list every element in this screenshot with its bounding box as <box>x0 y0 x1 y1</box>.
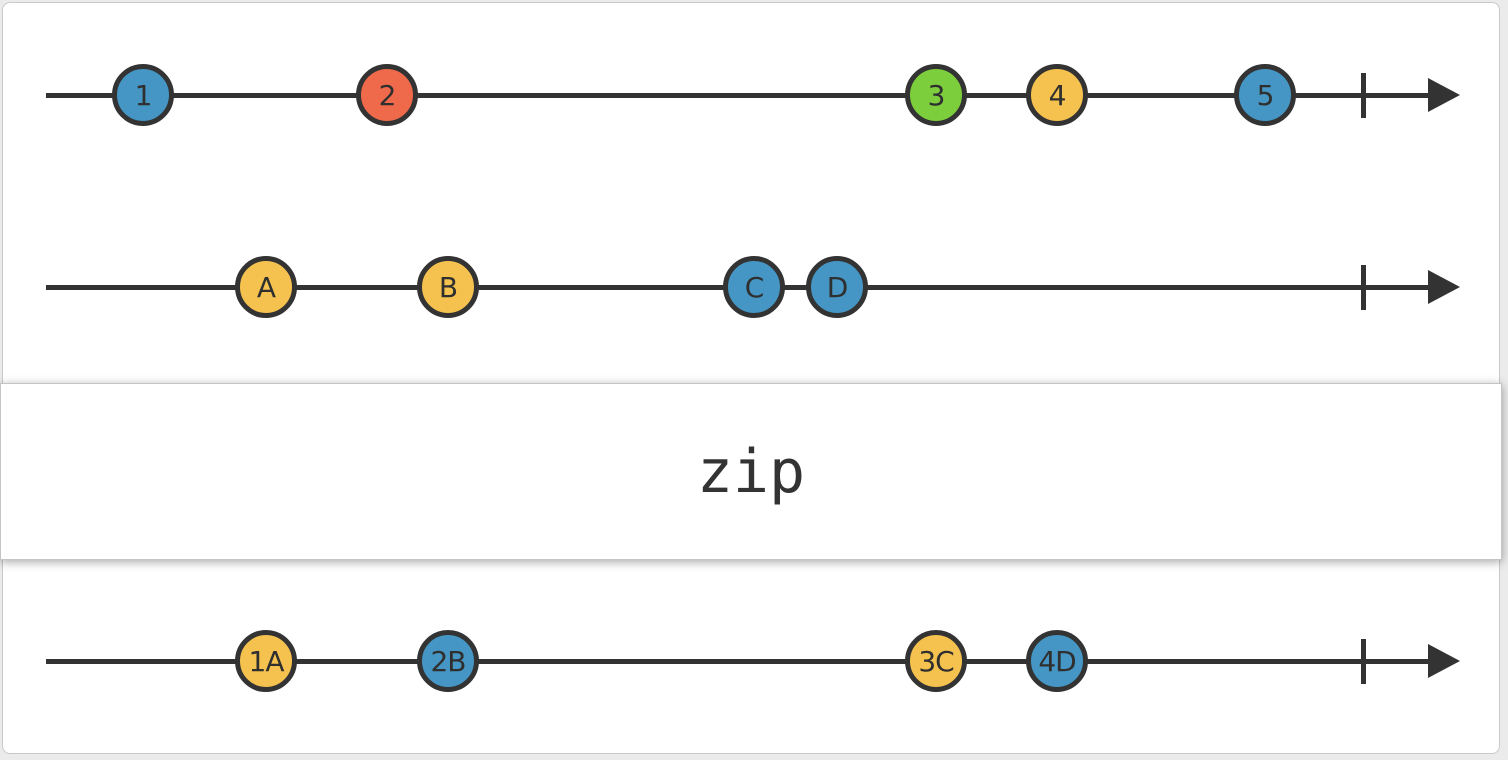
marble-1[interactable]: 1 <box>112 64 174 126</box>
complete-tick <box>1361 265 1366 310</box>
marble-b[interactable]: B <box>417 256 479 318</box>
complete-tick <box>1361 639 1366 684</box>
marble-a[interactable]: A <box>235 256 297 318</box>
timeline-line <box>46 92 1428 98</box>
marble-2b: 2B <box>417 630 479 692</box>
marble-3c: 3C <box>905 630 967 692</box>
timeline-line <box>46 658 1428 664</box>
marble-c[interactable]: C <box>723 256 785 318</box>
marble-1a: 1A <box>235 630 297 692</box>
arrow-right-icon <box>1428 78 1460 112</box>
operator-label: zip <box>696 436 806 507</box>
arrow-right-icon <box>1428 270 1460 304</box>
complete-tick <box>1361 73 1366 118</box>
arrow-right-icon <box>1428 644 1460 678</box>
marble-2[interactable]: 2 <box>356 64 418 126</box>
marble-3[interactable]: 3 <box>905 64 967 126</box>
marble-5[interactable]: 5 <box>1234 64 1296 126</box>
marble-4d: 4D <box>1026 630 1088 692</box>
marble-4[interactable]: 4 <box>1026 64 1088 126</box>
marble-d[interactable]: D <box>806 256 868 318</box>
output-stream: 1A 2B 3C 4D <box>0 630 1508 692</box>
operator-box: zip <box>0 383 1502 560</box>
